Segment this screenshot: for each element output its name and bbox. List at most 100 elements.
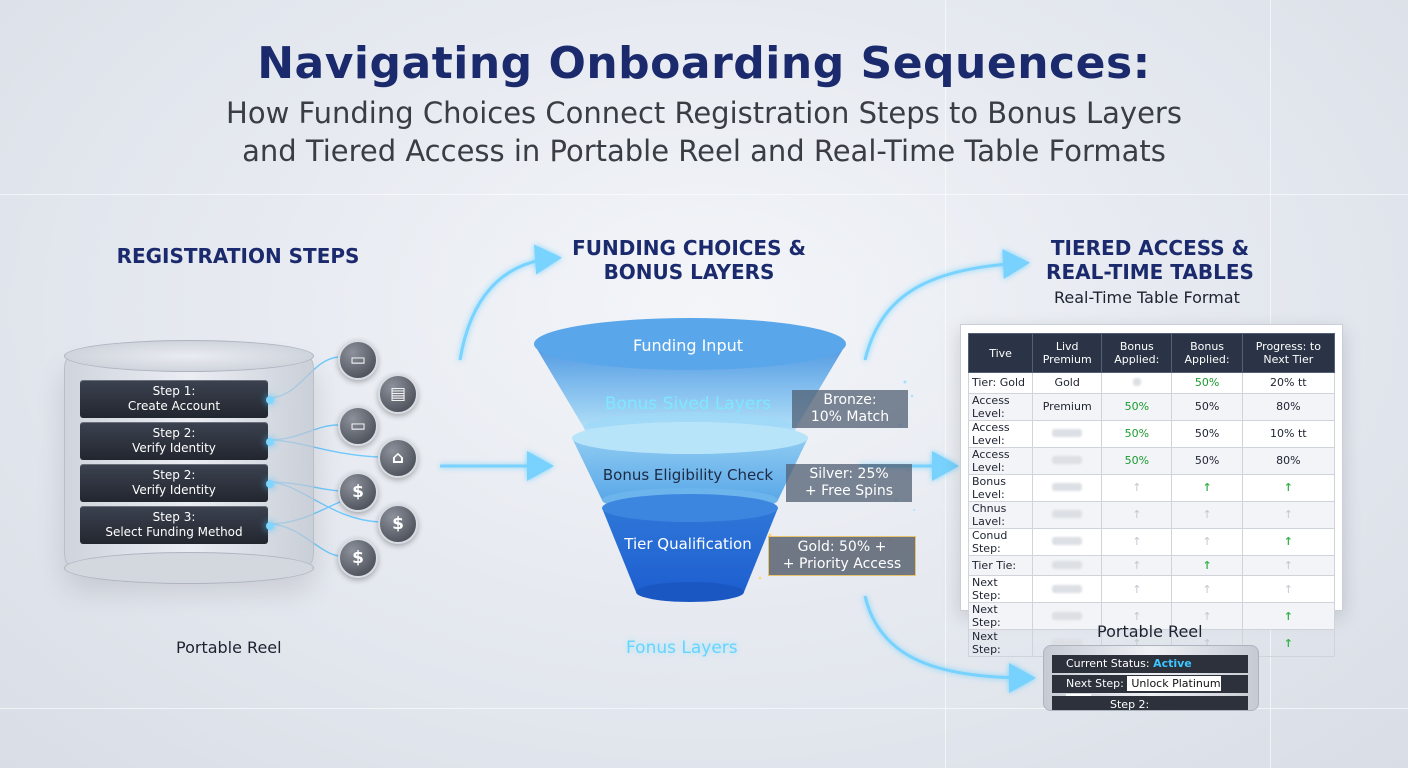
arrow-up-icon: ↑	[1283, 535, 1293, 548]
faint-arrow-icon: ↑	[1202, 636, 1212, 650]
table-cell: Tier: Gold	[967, 372, 1034, 394]
faint-arrow-icon: ↑	[1283, 558, 1293, 572]
table-cell: ↑	[1171, 473, 1243, 502]
funnel-label-funding-input: Funding Input	[632, 336, 744, 355]
funnel-label-tier-qualification: Tier Qualification	[624, 535, 752, 553]
table-cell: ↑	[1101, 473, 1173, 502]
funding-heading: FUNDING CHOICES & BONUS LAYERS	[548, 236, 830, 284]
table-cell	[1032, 602, 1103, 630]
table-cell: Premium	[1032, 392, 1103, 421]
credit-card-icon: ▭	[338, 406, 378, 446]
registration-step: Step 2: Verify Identity	[80, 464, 274, 502]
faint-arrow-icon: ↑	[1132, 636, 1142, 650]
faint-arrow-icon: ↑	[1132, 582, 1142, 596]
table-cell: 50%	[1171, 419, 1243, 448]
table-row: Tier Tie:↑↑↑	[967, 554, 1336, 576]
tiered-heading-line1: TIERED ACCESS &	[1050, 236, 1250, 260]
blurred-value	[1132, 378, 1141, 387]
registration-step: Step 3: Select Funding Method	[80, 506, 274, 544]
bonus-tag-bronze: Bronze: 10% Match	[792, 390, 908, 428]
faint-arrow-icon: ↑	[1202, 508, 1212, 521]
arrow-up-icon: ↑	[1283, 636, 1293, 650]
table-cell: Conud Step:	[967, 527, 1034, 556]
blurred-value	[1052, 537, 1083, 545]
real-time-table-panel: Tive Livd Premium Bonus Applied: Bonus A…	[960, 324, 1343, 657]
faint-arrow-icon: ↑	[1202, 582, 1212, 596]
faint-arrow-icon: ↑	[1202, 535, 1212, 548]
column-header: Progress: to Next Tier	[1241, 333, 1336, 373]
bonus-funnel	[534, 318, 846, 602]
table-cell	[1032, 500, 1103, 529]
arrow-up-icon: ↑	[1283, 481, 1293, 494]
table-cell: ↑	[1171, 500, 1243, 529]
arrow-up-icon: ↑	[1202, 558, 1212, 572]
table-cell: ↑	[1101, 500, 1173, 529]
table-cell	[1032, 473, 1103, 502]
registration-caption: Portable Reel	[176, 638, 282, 657]
table-cell: 50%	[1101, 446, 1173, 475]
connector-node	[266, 522, 274, 530]
connector-node	[266, 480, 274, 488]
table-cell: ↑	[1171, 554, 1243, 576]
table-cell	[1032, 575, 1103, 603]
connector-node	[266, 438, 274, 446]
status-reel: Current Status: Active Next Step: Unlock…	[1043, 645, 1259, 711]
table-cell: 50%	[1171, 372, 1243, 394]
table-cell: Next Step:	[967, 629, 1034, 657]
faint-arrow-icon: ↑	[1132, 508, 1142, 521]
table-cell: ↑	[1101, 554, 1173, 576]
next-step-label: Next Step:	[1066, 677, 1124, 690]
table-cell: ↑	[1241, 629, 1336, 657]
table-cell: 80%	[1241, 446, 1336, 475]
reel-top-cap	[64, 340, 314, 372]
table-row: Access Level:50%50%10% tt	[967, 419, 1336, 448]
faint-arrow-icon: ↑	[1132, 535, 1142, 548]
table-cell: ↑	[1241, 527, 1336, 556]
table-cell: ↑	[1241, 554, 1336, 576]
step-label: Verify Identity	[132, 483, 216, 497]
dollar-coin-icon: $	[338, 538, 378, 578]
wallet-icon: ▤	[378, 374, 418, 414]
table-cell: ↑	[1241, 473, 1336, 502]
current-status-row: Current Status: Active	[1052, 655, 1248, 673]
column-header: Tive	[967, 333, 1034, 373]
faint-arrow-icon: ↑	[1283, 582, 1293, 596]
blurred-value	[1052, 560, 1083, 569]
bonus-tag-title: Silver: 25%	[809, 466, 889, 482]
current-status-value: Active	[1153, 657, 1192, 670]
arrow-up-icon: ↑	[1202, 481, 1212, 494]
funding-heading-line1: FUNDING CHOICES &	[572, 236, 806, 260]
funnel-label-bonus-layers: Bonus Sived Layers	[604, 394, 772, 414]
registration-step: Step 2: Verify Identity	[80, 422, 274, 460]
bonus-tag-detail: 10% Match	[810, 409, 890, 425]
bonus-tag-detail: + Priority Access	[782, 556, 902, 572]
bonus-tag-gold: Gold: 50% + + Priority Access	[768, 536, 916, 576]
table-cell	[1032, 554, 1103, 576]
table-cell: 80%	[1241, 392, 1336, 421]
faint-arrow-icon: ↑	[1132, 558, 1142, 572]
blurred-value	[1052, 584, 1083, 593]
bank-transfer-icon: ⌂	[378, 438, 418, 478]
step-number: Step 3:	[152, 510, 196, 524]
table-cell	[1032, 446, 1103, 475]
table-cell: 50%	[1101, 392, 1173, 421]
next-step-row: Next Step: Unlock Platinum Tier	[1052, 675, 1248, 709]
arrow-up-icon: ↑	[1283, 609, 1293, 623]
table-cell: Access Level:	[967, 392, 1034, 421]
faint-arrow-icon: ↑	[1132, 609, 1142, 623]
step-number: Step 1:	[152, 384, 196, 398]
column-header: Bonus Applied:	[1101, 333, 1173, 373]
blurred-value	[1052, 638, 1083, 647]
table-cell: Next Step:	[967, 602, 1034, 630]
status-reel-caption: Portable Reel	[1097, 622, 1203, 641]
table-row: Conud Step: ↑ ↑ ↑	[967, 527, 1336, 556]
background-gridline	[0, 194, 1408, 195]
column-header: Bonus Applied:	[1171, 333, 1243, 373]
faint-arrow-icon: ↑	[1132, 481, 1142, 494]
funding-heading-line2: BONUS LAYERS	[603, 260, 775, 284]
step-label: Create Account	[127, 399, 221, 413]
background-gridline	[945, 0, 946, 768]
blurred-value	[1052, 510, 1083, 518]
registration-step: Step 1: Create Account	[80, 380, 274, 418]
